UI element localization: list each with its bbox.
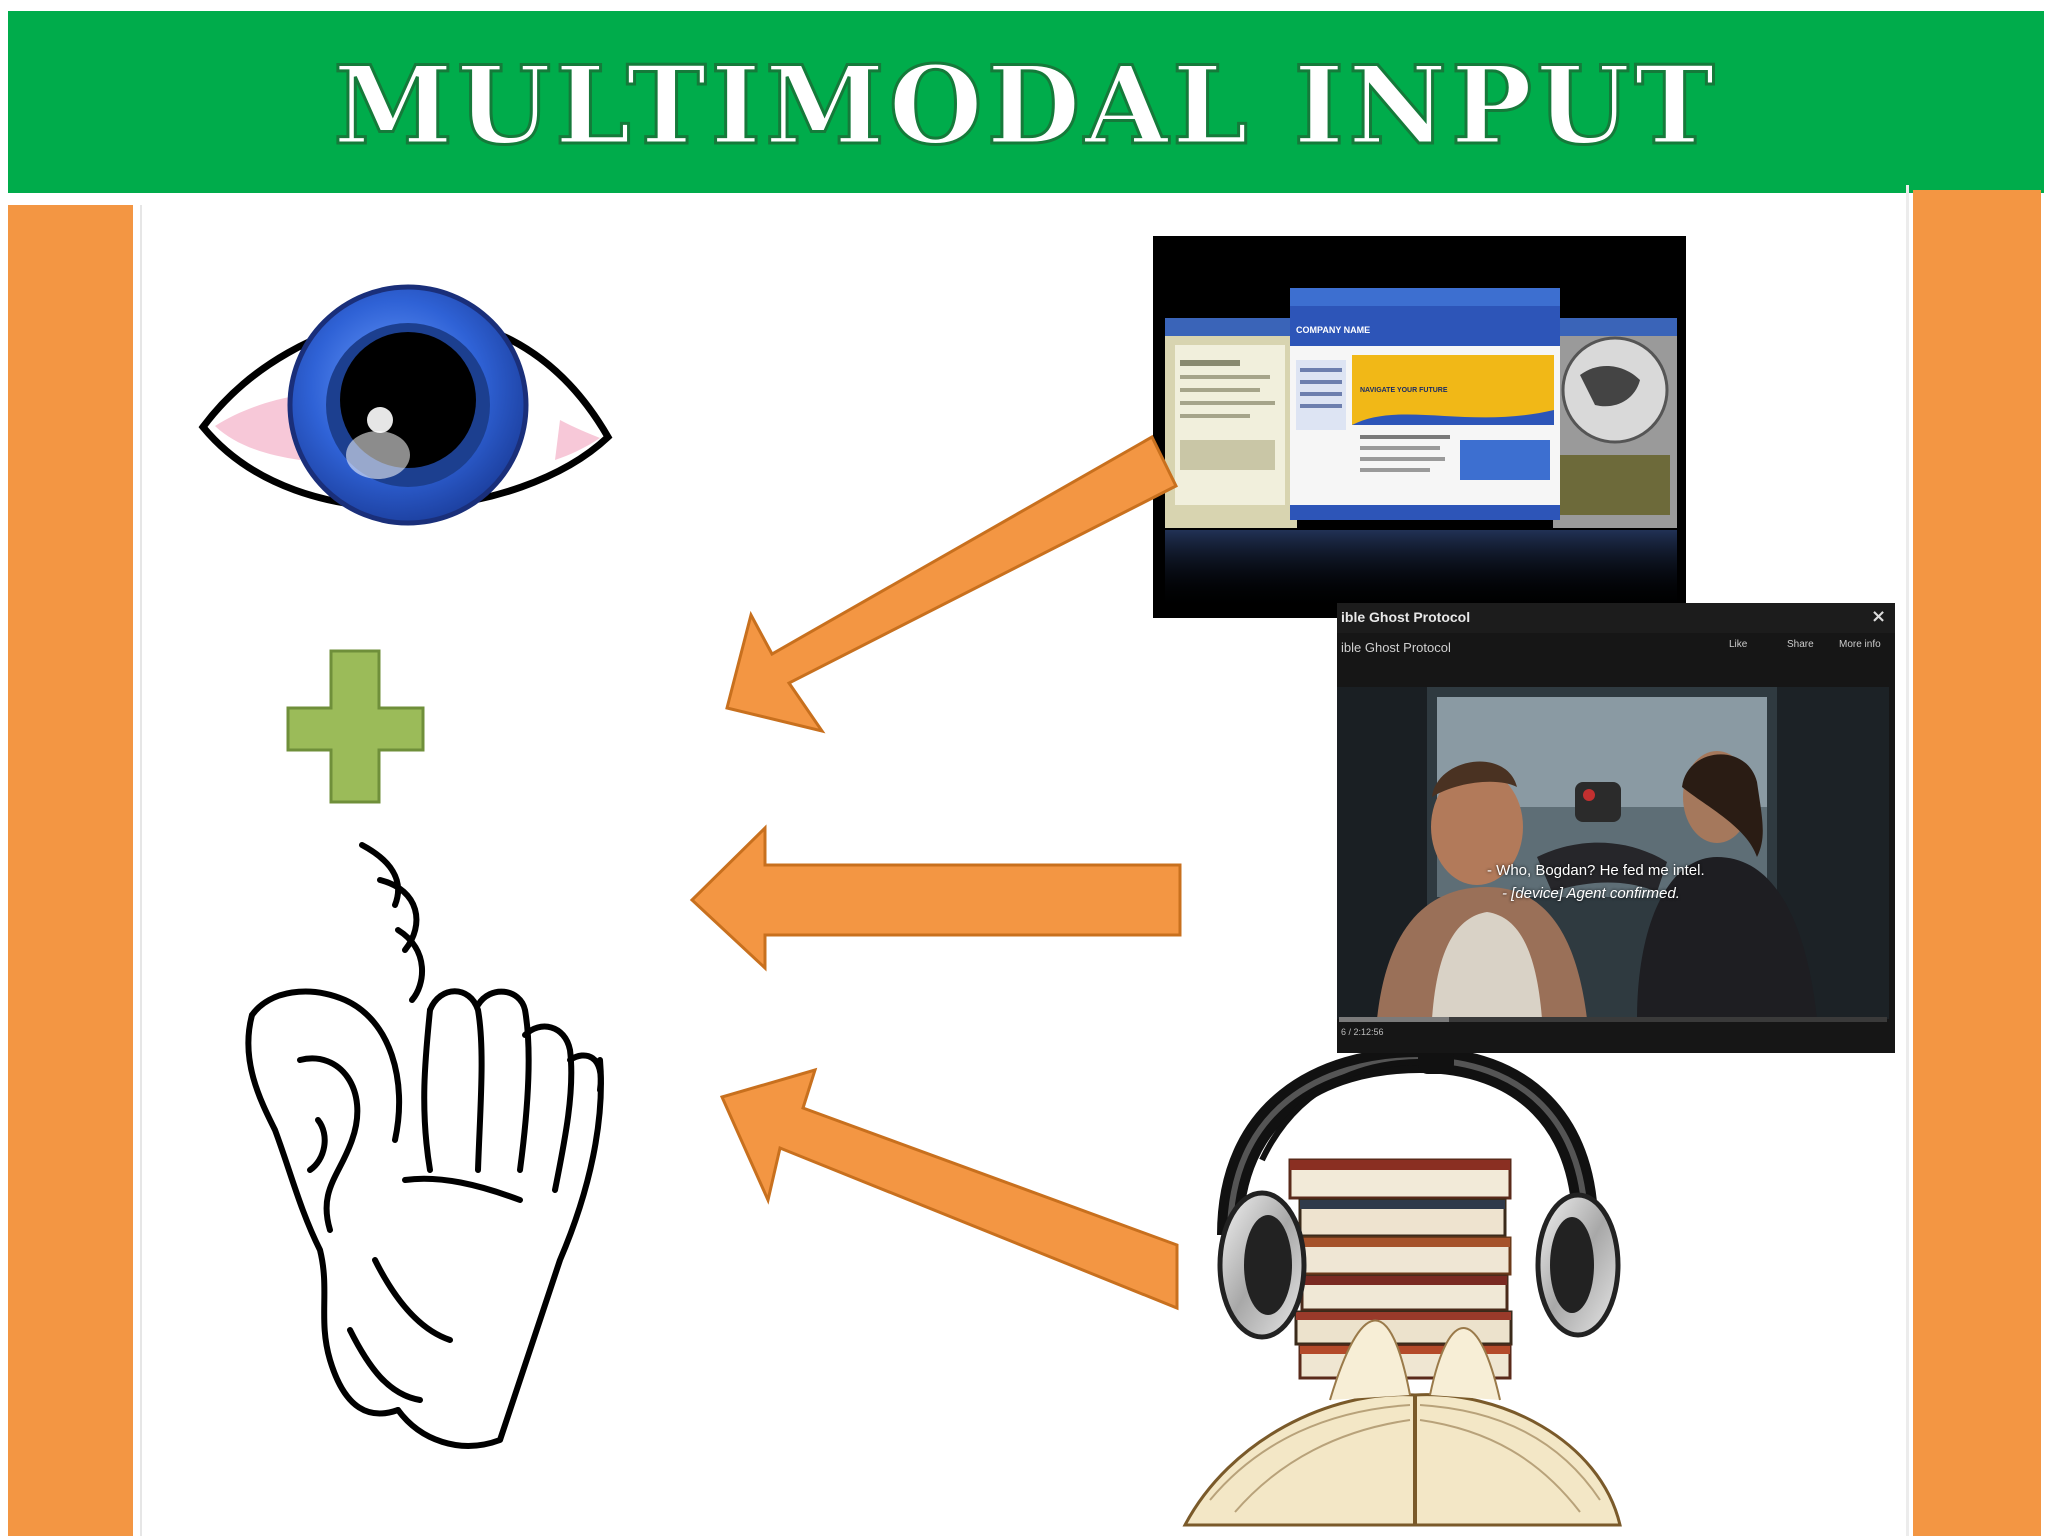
video-subtitle: ible Ghost Protocol [1341, 640, 1451, 655]
arrow-from-websites [725, 434, 1178, 734]
movie-scene [1337, 687, 1889, 1019]
ear-hand-icon [245, 842, 604, 1449]
title-bar: Multimodal Input [8, 11, 2044, 193]
video-title-bar: ible Ghost Protocol × [1337, 603, 1895, 633]
eye-icon [198, 284, 613, 526]
caption-line-2: - [device] Agent confirmed. [1502, 885, 1680, 902]
share-button[interactable]: Share [1787, 639, 1814, 650]
video-progress-bar[interactable] [1339, 1017, 1887, 1022]
arrow-from-audiobook [719, 1067, 1179, 1311]
video-time: 6 / 2:12:56 [1341, 1027, 1384, 1037]
right-accent-strip [1913, 190, 2041, 1536]
audiobook-headphones-image [1182, 1046, 1622, 1527]
slide-title: Multimodal Input [332, 43, 1719, 169]
more-info-button[interactable]: More info [1839, 639, 1881, 650]
center-site-header: COMPANY NAME [1296, 325, 1370, 335]
plus-icon [286, 649, 425, 804]
video-title: ible Ghost Protocol [1341, 609, 1471, 625]
like-button[interactable]: Like [1729, 639, 1748, 650]
left-divider [140, 205, 142, 1536]
arrow-from-video [689, 824, 1182, 972]
center-site-banner: NAVIGATE YOUR FUTURE [1360, 387, 1448, 394]
close-icon[interactable]: × [1871, 606, 1887, 627]
caption-line-1: - Who, Bogdan? He fed me intel. [1487, 862, 1705, 879]
video-frame[interactable] [1337, 687, 1889, 1019]
left-accent-strip [8, 205, 133, 1536]
video-player[interactable]: ible Ghost Protocol × ible Ghost Protoco… [1337, 603, 1895, 1053]
websites-image: COMPANY NAME NAVIGATE YOUR FUTURE [1153, 236, 1686, 618]
video-progress-fill [1339, 1017, 1449, 1022]
right-divider [1906, 185, 1909, 1536]
